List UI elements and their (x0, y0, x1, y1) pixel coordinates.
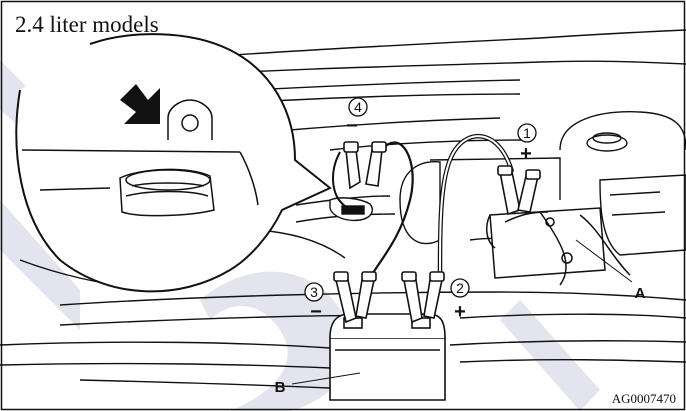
callout-number-2: 2 (456, 280, 464, 296)
magnifier-inset (16, 34, 330, 291)
label-b: B (275, 379, 286, 396)
minus-sign-3: − (310, 301, 322, 323)
callout-number-3: 3 (310, 284, 318, 300)
image-code: AG0007470 (612, 391, 676, 407)
booster-battery (330, 314, 445, 400)
minus-sign-4: − (346, 115, 358, 137)
page-title: 2.4 liter models (15, 12, 159, 38)
callout-number-1: 1 (523, 125, 531, 141)
callout-number-4: 4 (354, 99, 362, 115)
car-battery (487, 208, 630, 285)
plus-sign-2: + (454, 301, 466, 323)
label-a: A (635, 285, 646, 302)
plus-sign-1: + (520, 143, 532, 165)
